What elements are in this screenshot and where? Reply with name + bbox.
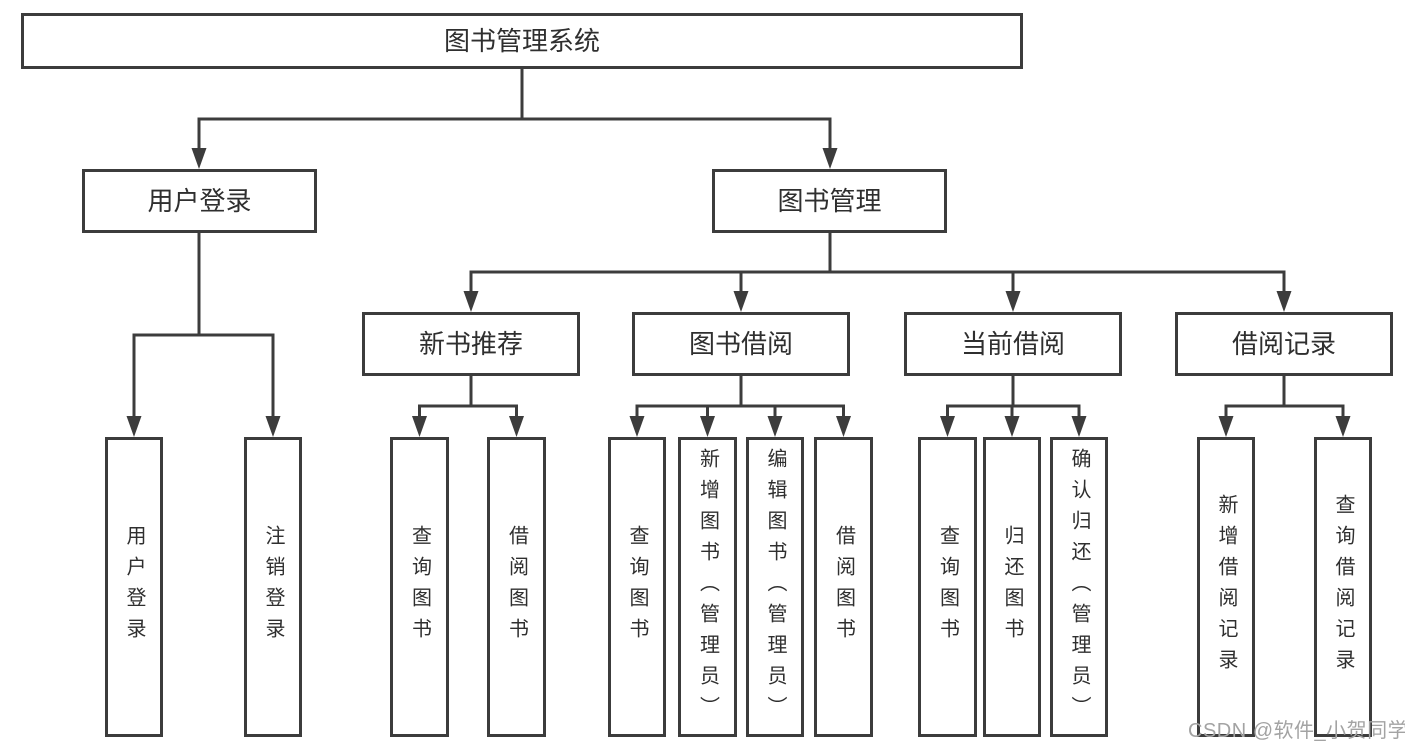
leaf-user-login: 用户登录 bbox=[105, 437, 163, 737]
leaf-return-book: 归还图书 bbox=[983, 437, 1041, 737]
csdn-watermark: CSDN @软件_小贺同学 bbox=[1188, 720, 1405, 742]
leaf-query-books-3: 查询图书 bbox=[918, 437, 977, 737]
leaf-logout: 注销登录 bbox=[244, 437, 302, 737]
leaf-edit-book-admin: 编辑图书（管理员） bbox=[746, 437, 804, 737]
leaf-query-books-1: 查询图书 bbox=[390, 437, 449, 737]
leaf-query-borrow-record: 查询借阅记录 bbox=[1314, 437, 1372, 737]
node-new-book-recommend: 新书推荐 bbox=[362, 312, 580, 376]
node-borrowing-records: 借阅记录 bbox=[1175, 312, 1393, 376]
leaf-query-books-2: 查询图书 bbox=[608, 437, 666, 737]
leaf-add-book-admin: 新增图书（管理员） bbox=[678, 437, 737, 737]
node-current-borrowing: 当前借阅 bbox=[904, 312, 1122, 376]
node-user-login: 用户登录 bbox=[82, 169, 317, 233]
node-book-management: 图书管理 bbox=[712, 169, 947, 233]
leaf-borrow-books-1: 借阅图书 bbox=[487, 437, 546, 737]
leaf-add-borrow-record: 新增借阅记录 bbox=[1197, 437, 1255, 737]
leaf-confirm-return-admin: 确认归还（管理员） bbox=[1050, 437, 1108, 737]
node-library-management-system: 图书管理系统 bbox=[21, 13, 1023, 69]
node-book-borrowing: 图书借阅 bbox=[632, 312, 850, 376]
leaf-borrow-books-2: 借阅图书 bbox=[814, 437, 873, 737]
